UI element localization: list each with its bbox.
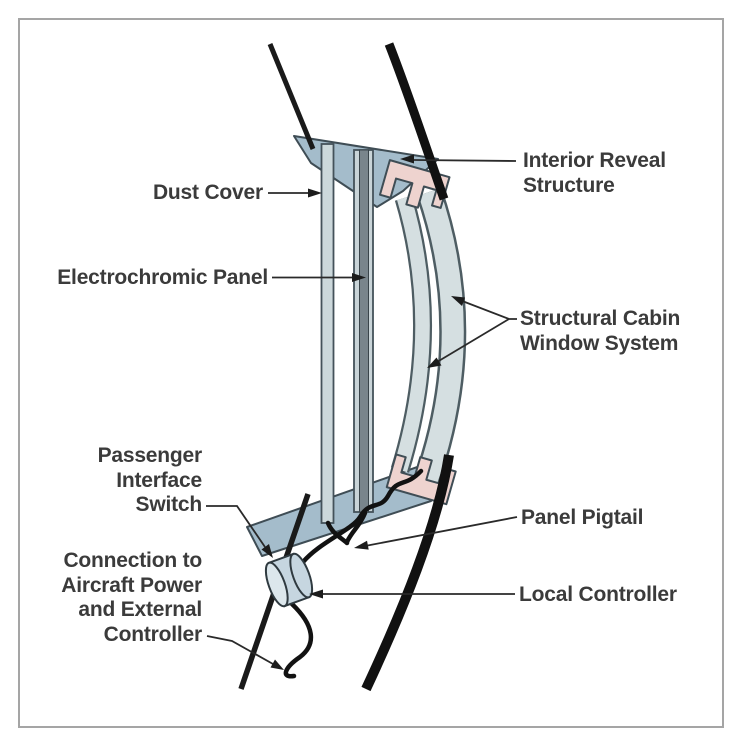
leader-structural-window bbox=[431, 298, 517, 366]
power-connection-wire bbox=[283, 601, 314, 679]
arrowheads bbox=[261, 154, 465, 670]
fuselage-skin-line-top bbox=[384, 42, 449, 201]
arrow-local-controller bbox=[309, 589, 323, 599]
arrow-structural-lower bbox=[427, 357, 442, 368]
interior-trim-line-top bbox=[267, 43, 316, 150]
dust-cover-panel bbox=[320, 143, 335, 524]
label-structural-cabin-window-system: Structural Cabin Window System bbox=[520, 307, 681, 355]
inner-window-pane bbox=[393, 195, 430, 473]
leader-passenger-switch bbox=[206, 505, 266, 548]
fuselage-skin-line-bottom bbox=[361, 454, 454, 692]
arrow-electrochromic bbox=[352, 273, 366, 282]
arrow-interior-reveal bbox=[400, 154, 414, 164]
label-interior-reveal-structure: Interior Reveal Structure bbox=[523, 149, 666, 197]
panel-pigtail-wire bbox=[300, 468, 424, 565]
leader-lines bbox=[206, 159, 518, 665]
window-bracket-top bbox=[378, 159, 451, 209]
local-controller-cylinder bbox=[264, 552, 314, 608]
structural-cabin-window-panes bbox=[390, 187, 467, 487]
label-panel-pigtail: Panel Pigtail bbox=[521, 506, 644, 529]
arrow-panel-pigtail bbox=[354, 540, 369, 550]
leader-interior-reveal bbox=[413, 159, 517, 162]
arrow-passenger-switch bbox=[261, 544, 273, 558]
arrow-connection bbox=[270, 659, 284, 670]
outer-window-pane bbox=[415, 188, 464, 486]
label-passenger-interface-switch: Passenger Interface Switch bbox=[97, 444, 203, 516]
leader-connection bbox=[206, 635, 274, 665]
label-connection-to-aircraft-power: Connection to Aircraft Power and Externa… bbox=[61, 549, 202, 646]
label-electrochromic-panel: Electrochromic Panel bbox=[57, 266, 268, 289]
electrochromic-panel-part bbox=[353, 149, 374, 513]
label-dust-cover: Dust Cover bbox=[152, 181, 263, 204]
arrow-structural-upper bbox=[451, 296, 465, 306]
label-local-controller: Local Controller bbox=[519, 583, 677, 606]
leader-panel-pigtail bbox=[364, 516, 518, 547]
arrow-dust-cover bbox=[308, 188, 322, 198]
